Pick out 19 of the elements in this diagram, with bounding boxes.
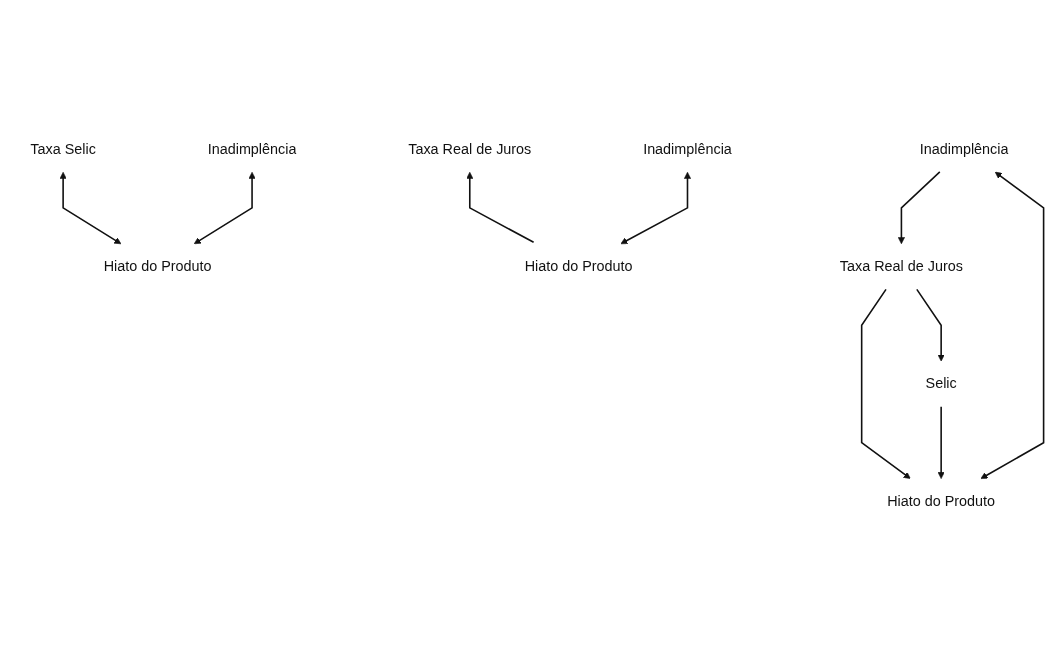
node-text: Hiato do Produto <box>524 257 633 274</box>
arrow <box>980 171 1045 479</box>
node-text: Inadimplência <box>919 140 1009 157</box>
arrow <box>193 171 256 244</box>
node-text: Selic <box>925 375 957 392</box>
arrow <box>916 288 945 362</box>
arrow <box>59 171 122 244</box>
arrow <box>937 405 945 479</box>
node-text: Hiato do Produto <box>103 257 212 274</box>
arrow <box>620 171 691 244</box>
node-text: Taxa Selic <box>30 140 96 157</box>
node-text: Inadimplência <box>207 140 297 157</box>
node-text: Inadimplência <box>643 140 732 157</box>
arrow <box>860 288 911 479</box>
node-text: Hiato do Produto <box>887 492 996 509</box>
node-text: Taxa Real de Juros <box>408 140 532 157</box>
arrow <box>466 171 535 243</box>
node-text: Taxa Real de Juros <box>839 257 963 274</box>
arrow <box>897 170 941 244</box>
